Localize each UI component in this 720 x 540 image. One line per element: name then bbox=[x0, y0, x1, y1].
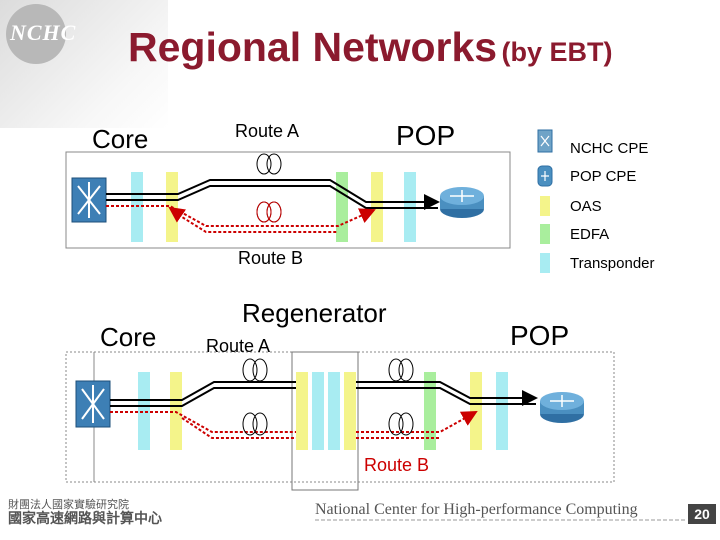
legend-pop-cpe-icon bbox=[537, 165, 553, 187]
regen-oas-left bbox=[296, 372, 308, 450]
footer-org-name: National Center for High-performance Com… bbox=[315, 501, 638, 518]
top-pop-router-icon bbox=[440, 187, 484, 218]
bottom-route-a-label: Route A bbox=[206, 336, 271, 356]
legend-nchc-cpe-icon bbox=[537, 129, 553, 153]
bottom-core-label: Core bbox=[100, 322, 157, 352]
legend-edfa-label: EDFA bbox=[570, 226, 610, 243]
top-route-a-label: Route A bbox=[235, 121, 300, 141]
bottom-pop-label: POP bbox=[510, 320, 570, 351]
top-edfa-right bbox=[336, 172, 348, 242]
nchc-logo: NCHC bbox=[10, 20, 77, 45]
bottom-transponder-right bbox=[496, 372, 508, 450]
regen-transponder-left bbox=[312, 372, 324, 450]
chinese-logo-line1: 財團法人國家實驗研究院 bbox=[8, 499, 129, 511]
regen-transponder-right bbox=[328, 372, 340, 450]
bottom-fiber-coils bbox=[242, 358, 414, 436]
legend-edfa-swatch bbox=[540, 224, 550, 244]
top-route-b-label: Route B bbox=[238, 248, 304, 268]
top-core-label: Core bbox=[92, 124, 149, 154]
bottom-core-switch-icon bbox=[75, 380, 111, 428]
bottom-route-b-label: Route B bbox=[364, 455, 430, 475]
regen-oas-right bbox=[344, 372, 356, 450]
logo-globe-icon bbox=[6, 4, 66, 64]
regenerator-frame bbox=[291, 351, 359, 491]
legend-nchc-cpe-label: NCHC CPE bbox=[570, 140, 649, 157]
chinese-logo-line2: 國家高速網路與計算中心 bbox=[8, 510, 162, 526]
legend-transponder-swatch bbox=[540, 253, 550, 273]
bottom-route-b-lines bbox=[110, 411, 478, 439]
top-diagram-frame bbox=[65, 151, 511, 249]
top-fiber-coils bbox=[256, 153, 282, 223]
title-sub: (by EBT) bbox=[501, 37, 613, 67]
bottom-transponder-left bbox=[138, 372, 150, 450]
top-core-switch-icon bbox=[71, 177, 107, 223]
regenerator-label: Regenerator bbox=[242, 298, 387, 328]
legend-pop-cpe-label: POP CPE bbox=[570, 168, 637, 185]
top-pop-label: POP bbox=[396, 120, 456, 151]
chinese-org-logo: 財團法人國家實驗研究院 國家高速網路與計算中心 bbox=[8, 499, 162, 525]
legend-oas-swatch bbox=[540, 196, 550, 216]
bottom-route-a-lines bbox=[110, 381, 538, 407]
title-main: Regional Networks bbox=[128, 24, 498, 70]
bottom-edfa-right bbox=[424, 372, 436, 450]
bottom-oas-right bbox=[470, 372, 482, 450]
slide-title: Regional Networks (by EBT) bbox=[128, 24, 613, 71]
top-route-a-lines bbox=[106, 179, 440, 210]
legend-oas-label: OAS bbox=[570, 198, 602, 215]
legend-transponder-label: Transponder bbox=[570, 255, 655, 272]
bottom-pop-router-icon bbox=[540, 392, 584, 423]
top-route-b-lines bbox=[106, 205, 376, 233]
page-number: 20 bbox=[688, 504, 716, 524]
